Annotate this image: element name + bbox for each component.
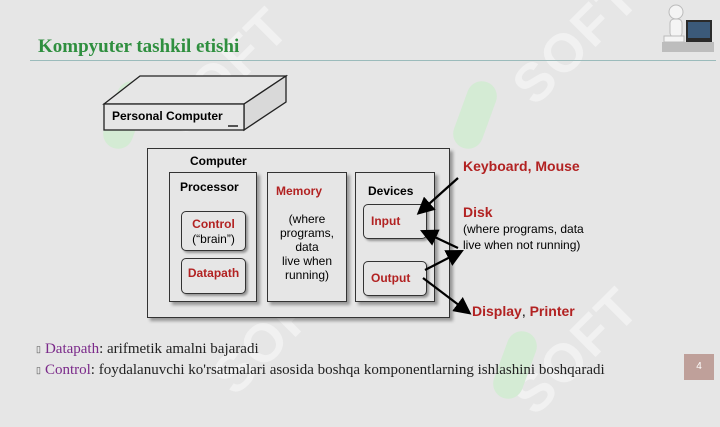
display-printer-label: Display, Printer [472,303,575,319]
disk-note-2: live when not running) [463,238,581,252]
arrow-keyboard-to-input [416,177,459,215]
personal-computer-box [102,74,289,132]
display-printer-comma: , [521,303,526,319]
title-underline [30,60,716,61]
output-box [363,261,427,296]
arrow-output-to-disk [424,249,464,271]
memory-label: Memory [276,184,323,198]
input-label: Input [371,214,401,228]
bullet-item: ▯Datapath: arifmetik amalni bajaradi [36,341,259,358]
computer-label: Computer [190,154,247,168]
bullet-term: Control [44,362,91,378]
arrow-output-to-display [422,277,472,315]
disk-note-1: (where programs, data [463,222,584,236]
processor-label: Processor [180,180,239,194]
datapath-label: Datapath [187,266,240,280]
personal-computer-label: Personal Computer [112,109,223,123]
page-number: 4 [684,354,714,380]
keyboard-mouse-label: Keyboard, Mouse [463,158,580,174]
memory-box [267,172,347,302]
bullet-marker-icon: ▯ [36,344,41,355]
control-sub-label: (“brain”) [192,232,235,246]
disk-label: Disk [463,204,493,220]
bullet-text: : arifmetik amalni bajaradi [99,341,259,357]
display-label: Display [472,303,522,319]
diagram-arrows [416,177,472,315]
bullet-marker-icon: ▯ [36,365,41,376]
memory-note: (where programs, data live when running) [279,212,335,282]
printer-label: Printer [529,303,575,319]
control-label: Control [192,217,235,231]
devices-label: Devices [368,184,414,198]
bullet-term: Datapath [44,341,100,357]
bullet-item: ▯Control: foydalanuvchi ko'rsatmalari as… [36,362,605,379]
datapath-box [181,258,246,294]
slide-title: Kompyuter tashkil etishi [38,36,240,57]
input-box [363,204,427,239]
bullet-text: : foydalanuvchi ko'rsatmalari asosida bo… [90,362,605,378]
arrow-disk-to-input [420,229,459,249]
control-box [181,211,246,251]
output-label: Output [371,271,411,285]
mascot-computer-icon [662,4,714,52]
